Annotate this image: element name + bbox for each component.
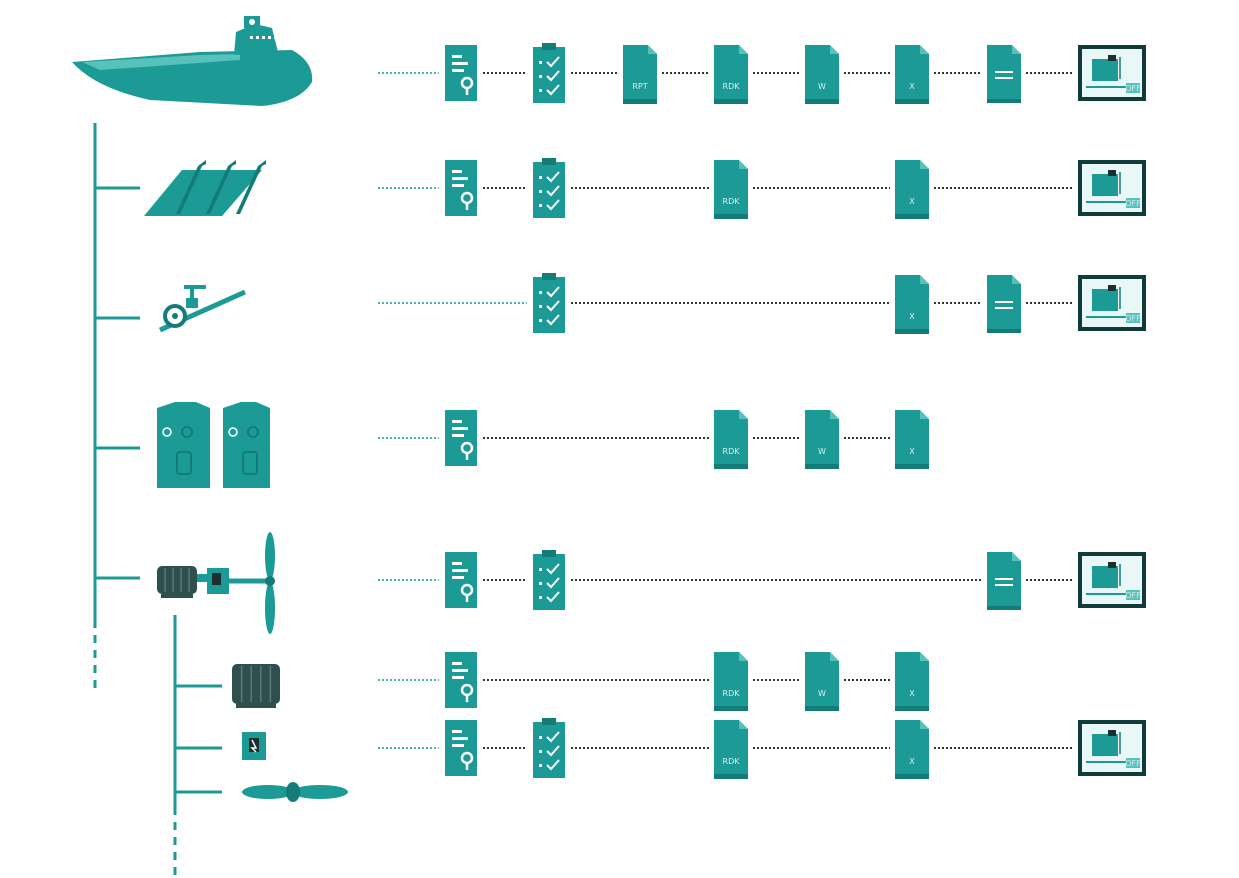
- monitor-label: OFF: [1125, 84, 1141, 93]
- x-document-icon[interactable]: X: [895, 720, 929, 779]
- x-doc-label: X: [909, 82, 915, 91]
- x-doc-label: X: [909, 447, 915, 456]
- checklist-document-icon[interactable]: [533, 718, 565, 778]
- w-doc-label: W: [818, 82, 826, 91]
- tanks-icon: [157, 402, 270, 488]
- rdk-document-icon[interactable]: RDK: [714, 160, 748, 219]
- w-document-icon[interactable]: W: [805, 45, 839, 104]
- w-doc-label: W: [818, 447, 826, 456]
- rdk-doc-label: RDK: [723, 197, 741, 206]
- x-document-icon[interactable]: X: [895, 45, 929, 104]
- rdk-doc-label: RDK: [723, 757, 741, 766]
- motor-icon: [232, 664, 280, 708]
- monitor-document-icon[interactable]: OFF: [1078, 45, 1146, 101]
- spec-document-icon[interactable]: [445, 160, 477, 216]
- spec-document-icon[interactable]: [445, 652, 477, 708]
- monitor-document-icon[interactable]: OFF: [1078, 552, 1146, 608]
- propeller-icon: [242, 782, 348, 802]
- rdk-doc-label: RDK: [723, 447, 741, 456]
- monitor-document-icon[interactable]: OFF: [1078, 720, 1146, 776]
- spec-document-icon[interactable]: [445, 45, 477, 101]
- x-document-icon[interactable]: X: [895, 652, 929, 711]
- plain-document-icon[interactable]: [987, 45, 1021, 103]
- x-doc-label: X: [909, 312, 915, 321]
- x-document-icon[interactable]: X: [895, 410, 929, 469]
- w-document-icon[interactable]: W: [805, 652, 839, 711]
- checklist-document-icon[interactable]: [533, 273, 565, 333]
- rdk-doc-label: RDK: [723, 689, 741, 698]
- x-doc-label: X: [909, 197, 915, 206]
- monitor-document-icon[interactable]: OFF: [1078, 160, 1146, 216]
- rdk-doc-label: RDK: [723, 82, 741, 91]
- rdk-document-icon[interactable]: RDK: [714, 45, 748, 104]
- spec-document-icon[interactable]: [445, 720, 477, 776]
- monitor-document-icon[interactable]: OFF: [1078, 275, 1146, 331]
- pipe-valve-icon: [158, 285, 247, 333]
- gearbox-icon: [242, 732, 266, 760]
- plain-document-icon[interactable]: [987, 275, 1021, 333]
- hull-panel-icon: [144, 160, 266, 216]
- x-doc-label: X: [909, 689, 915, 698]
- x-document-icon[interactable]: X: [895, 275, 929, 334]
- propulsion-shaft-icon: [157, 532, 275, 634]
- x-document-icon[interactable]: X: [895, 160, 929, 219]
- rdk-document-icon[interactable]: RDK: [714, 720, 748, 779]
- x-doc-label: X: [909, 757, 915, 766]
- rdk-document-icon[interactable]: RDK: [714, 652, 748, 711]
- plain-document-icon[interactable]: [987, 552, 1021, 610]
- monitor-label: OFF: [1125, 314, 1141, 323]
- rdk-document-icon[interactable]: RDK: [714, 410, 748, 469]
- monitor-label: OFF: [1125, 759, 1141, 768]
- hierarchy-tree: [93, 123, 222, 875]
- monitor-label: OFF: [1125, 199, 1141, 208]
- w-doc-label: W: [818, 689, 826, 698]
- rpt-doc-label: RPT: [632, 82, 647, 91]
- spec-document-icon[interactable]: [445, 410, 477, 466]
- rpt-document-icon[interactable]: RPT: [623, 45, 657, 104]
- ship-icon: [72, 16, 313, 106]
- spec-document-icon[interactable]: [445, 552, 477, 608]
- checklist-document-icon[interactable]: [533, 158, 565, 218]
- checklist-document-icon[interactable]: [533, 43, 565, 103]
- propulsion-motor-icon: [157, 566, 197, 598]
- checklist-document-icon[interactable]: [533, 550, 565, 610]
- w-document-icon[interactable]: W: [805, 410, 839, 469]
- monitor-label: OFF: [1125, 591, 1141, 600]
